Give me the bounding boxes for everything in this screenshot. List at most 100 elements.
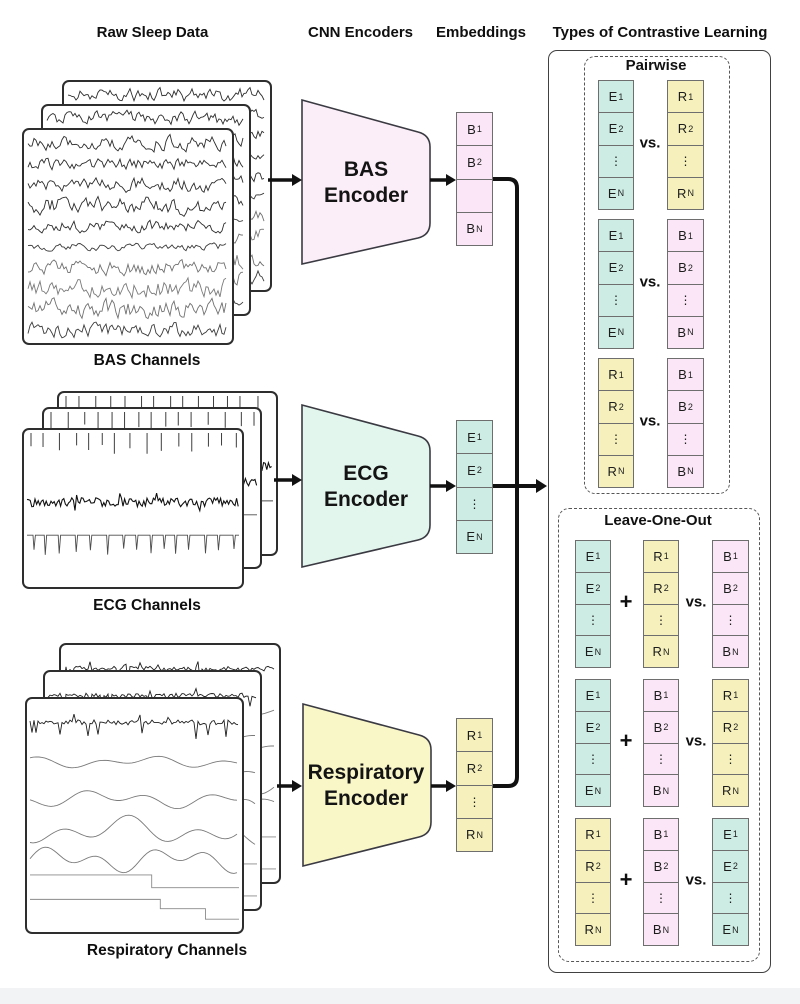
resp-panel-front — [25, 697, 244, 934]
header-contrastive: Types of Contrastive Learning — [552, 24, 768, 41]
embedding-cell — [456, 178, 493, 213]
waveform-trace — [29, 814, 238, 844]
resp-channels-label: Respiratory Channels — [86, 942, 248, 959]
pairwise-group2-vs: vs. — [639, 273, 661, 291]
embedding-cell: ⋮ — [712, 603, 749, 637]
embedding-cell: ⋮ — [575, 742, 611, 776]
ecg-encoder-label-line2: Encoder — [323, 488, 409, 511]
waveform-trace — [29, 755, 238, 769]
ecg-channels-label: ECG Channels — [93, 597, 201, 614]
embedding-trunk-line — [493, 177, 519, 788]
resp-encoder-label-line1: Respiratory — [307, 761, 425, 784]
ecg-encoder-label-line1: ECG — [343, 462, 389, 485]
waveform-trace — [29, 846, 238, 874]
waveform-trace — [27, 321, 227, 339]
leave-one-out-title: Leave-One-Out — [604, 512, 712, 529]
bas-encoder-label-line1: BAS — [343, 158, 389, 181]
embedding-cell: ⋮ — [598, 283, 634, 317]
embedding-cell: ⋮ — [456, 486, 493, 521]
waveform-trace — [27, 195, 227, 217]
pairwise-group1-vs: vs. — [639, 134, 661, 152]
header-raw-sleep-data: Raw Sleep Data — [96, 24, 209, 41]
embedding-cell: ⋮ — [712, 742, 749, 776]
leave-one-out-box — [558, 508, 760, 962]
embedding-cell: ⋮ — [643, 603, 679, 637]
loo-group1-plus: + — [619, 589, 633, 614]
waveform-trace — [27, 258, 227, 277]
waveform-trace — [27, 157, 227, 171]
embedding-cell: ⋮ — [667, 144, 704, 178]
waveform-trace — [27, 219, 227, 234]
waveform-trace — [26, 492, 239, 513]
embedding-cell: ⋮ — [667, 283, 704, 317]
arrowhead — [446, 480, 456, 492]
embedding-cell: ⋮ — [643, 881, 679, 915]
waveform-trace — [27, 133, 227, 153]
waveform-trace — [30, 898, 239, 920]
waveform-trace — [27, 534, 239, 555]
loo-group1-vs: vs. — [685, 593, 707, 611]
header-cnn-encoders: CNN Encoders — [307, 24, 414, 41]
bottom-strip — [0, 988, 800, 1004]
waveform-trace — [63, 661, 275, 684]
pairwise-title: Pairwise — [625, 57, 687, 74]
embedding-cell: ⋮ — [575, 881, 611, 915]
embedding-cell: ⋮ — [456, 784, 493, 819]
waveform-trace — [29, 790, 238, 810]
arrowhead — [446, 780, 456, 792]
bas-channels-label: BAS Channels — [93, 352, 201, 369]
waveform-trace — [46, 109, 244, 127]
embedding-cell: ⋮ — [667, 422, 704, 456]
